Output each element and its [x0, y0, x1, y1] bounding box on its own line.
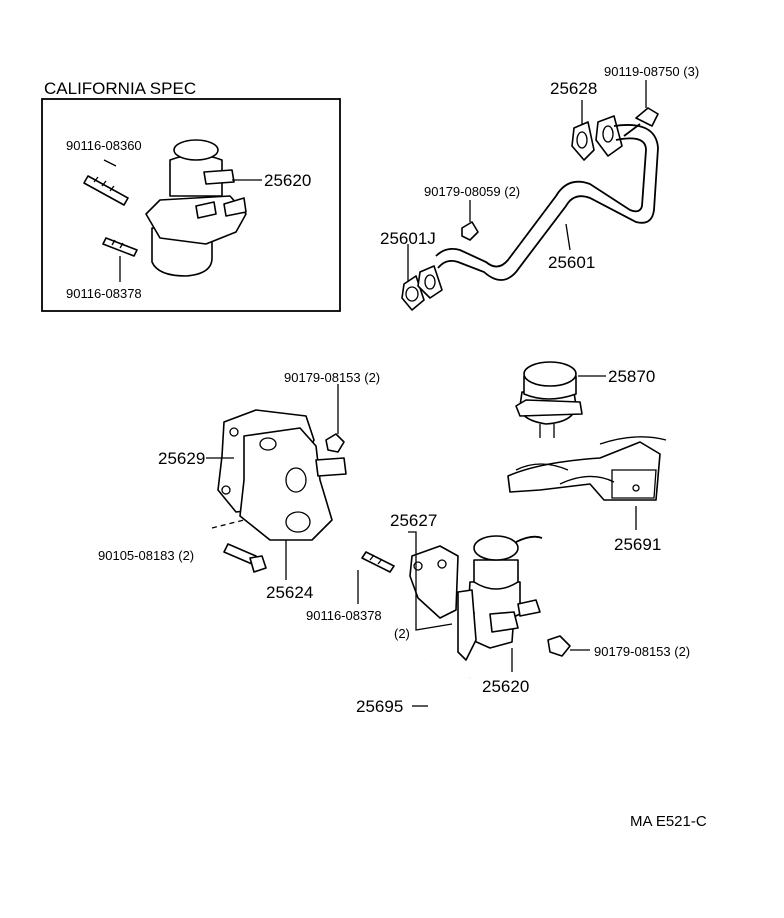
gasket-pipe-end	[401, 244, 443, 311]
inset-frame	[41, 98, 341, 312]
label-bracket: 25691	[614, 535, 661, 554]
california-spec-inset: CALIFORNIA SPEC 90116-08360 90116-08378	[41, 79, 341, 312]
label-nut-pipe: 90179-08059 (2)	[424, 184, 520, 199]
egr-valve	[457, 535, 543, 672]
modulator-bracket	[507, 436, 667, 530]
stud-valve	[357, 551, 395, 604]
label-pipe: 25601	[548, 253, 595, 272]
label-valve: 25620	[482, 677, 529, 696]
label-adapter-gasket: 25629	[158, 449, 205, 468]
inset-title: CALIFORNIA SPEC	[44, 79, 196, 98]
label-nut-adapter: 90179-08153 (2)	[284, 370, 380, 385]
label-nut-valve: 90179-08153 (2)	[594, 644, 690, 659]
hose	[412, 659, 473, 717]
inset-egr-valve	[145, 139, 262, 277]
inset-label-stud-top: 90116-08360	[66, 138, 142, 153]
egr-pipe	[435, 115, 659, 281]
label-gasket-top: 25628	[550, 79, 597, 98]
egr-adapter	[239, 427, 347, 580]
bolt-top	[623, 80, 659, 137]
label-bolt-adapter: 90105-08183 (2)	[98, 548, 194, 563]
nut-pipe	[461, 200, 479, 241]
inset-stud-top	[83, 159, 129, 206]
inset-stud-bottom	[102, 237, 138, 282]
gasket-top	[571, 100, 595, 161]
valve-gasket	[408, 531, 459, 631]
label-gasket-pipe: 25601J	[380, 229, 436, 248]
inset-label-stud-bottom: 90116-08378	[66, 286, 142, 301]
label-stud-valve-qty: (2)	[394, 626, 410, 641]
label-hose: 25695	[356, 697, 403, 716]
inset-label-valve: 25620	[264, 171, 311, 190]
bolt-adapter	[211, 519, 267, 573]
label-stud-valve: 90116-08378	[306, 608, 382, 623]
nut-valve	[547, 635, 590, 657]
label-modulator: 25870	[608, 367, 655, 386]
egr-modulator	[515, 361, 606, 438]
label-adapter: 25624	[266, 583, 313, 602]
diagram-code: MA E521-C	[630, 813, 707, 830]
nut-adapter	[325, 384, 345, 453]
label-valve-gasket: 25627	[390, 511, 437, 530]
label-bolt-top: 90119-08750 (3)	[604, 64, 699, 79]
